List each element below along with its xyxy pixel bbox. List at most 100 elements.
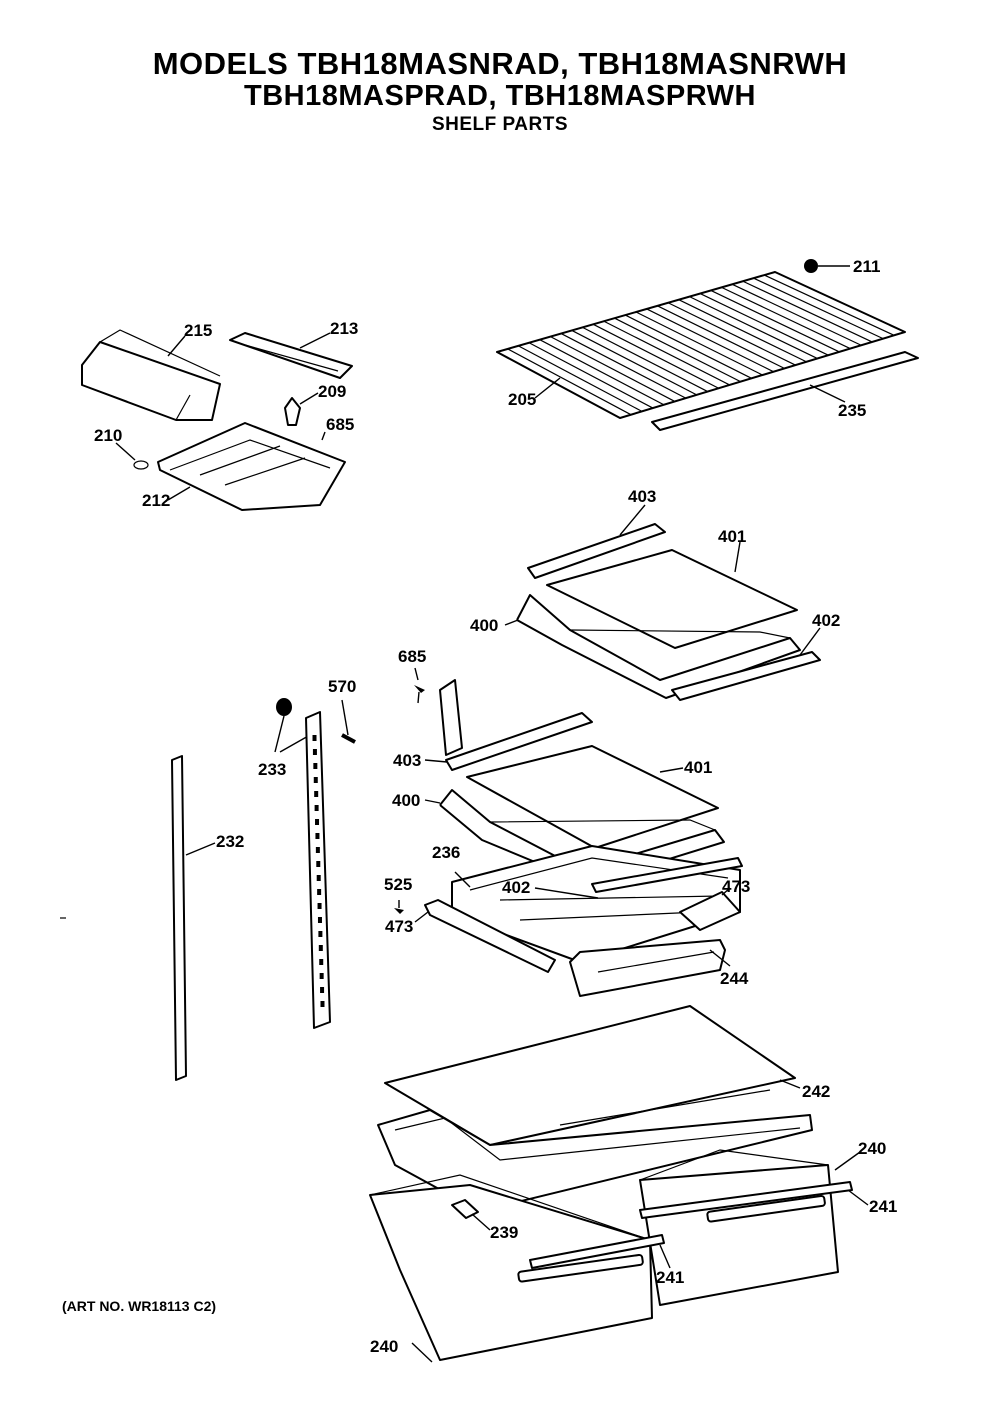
- shelf-wire: [592, 323, 719, 389]
- shelf-wire: [582, 326, 708, 393]
- rail-slot: [319, 973, 324, 979]
- part-402-upper-shelf-rear-trim: [671, 627, 821, 701]
- rail-slot: [318, 931, 323, 937]
- callout-232: 232: [216, 832, 244, 851]
- shelf-wire: [571, 329, 698, 396]
- shelf-wire: [550, 336, 676, 402]
- shelf-wire: [635, 311, 763, 376]
- part-685-screw-upper: [321, 431, 326, 441]
- rail-slot: [314, 805, 319, 811]
- part-209-clip: [284, 392, 319, 426]
- rail-slot: [314, 791, 319, 797]
- part-401-upper-glass-shelf: [546, 541, 798, 649]
- part-473-left-slide: [414, 899, 556, 973]
- part-center-rail: [305, 711, 331, 1029]
- part-205-wire-shelf: [496, 271, 906, 419]
- part-402-lower-shelf-rear-trim: [534, 857, 743, 899]
- shelf-wire: [721, 286, 851, 350]
- callout-213: 213: [330, 319, 358, 338]
- part-525-screw: [394, 900, 404, 914]
- part-403-lower-shelf-front-trim: [424, 712, 593, 771]
- rail-slot: [315, 847, 320, 853]
- diagram-title-models-continued: TBH18MASPRAD, TBH18MASPRWH: [244, 80, 756, 112]
- callout-400-upper: 400: [470, 616, 498, 635]
- rail-slot: [319, 959, 324, 965]
- callout-241-right: 241: [869, 1197, 897, 1216]
- callout-525: 525: [384, 875, 412, 894]
- part-240-left-crisper-drawer: [369, 1174, 653, 1363]
- callout-685-lower: 685: [398, 647, 426, 666]
- callout-215: 215: [184, 321, 212, 340]
- rail-slot: [320, 1001, 325, 1007]
- art-number: (ART NO. WR18113 C2): [62, 1298, 217, 1314]
- rail-slot: [320, 987, 325, 993]
- shelf-wire: [614, 317, 741, 383]
- part-crisper-cover-frame: [377, 1089, 813, 1206]
- shelf-wire: [518, 345, 643, 412]
- callout-235: 235: [838, 401, 866, 420]
- diagram-title-models: MODELS TBH18MASNRAD, TBH18MASNRWH: [152, 46, 848, 81]
- rail-slot: [316, 875, 321, 881]
- rail-slot: [312, 749, 317, 755]
- callout-403-upper: 403: [628, 487, 656, 506]
- shelf-wire: [731, 283, 862, 346]
- part-239-drawer-stop: [451, 1199, 491, 1231]
- shelf-wire: [539, 339, 665, 406]
- part-401-lower-glass-shelf: [466, 745, 719, 849]
- shelf-wire: [507, 348, 632, 416]
- part-244-drawer-rail: [569, 939, 731, 997]
- part-685-screw-lower: [414, 667, 425, 704]
- shelf-wire: [625, 314, 752, 379]
- shelf-wire: [560, 333, 687, 399]
- callout-473-right: 473: [722, 877, 750, 896]
- shelf-wire: [753, 277, 884, 340]
- part-241-right-drawer-handle: [639, 1181, 869, 1219]
- shelf-wire: [764, 274, 895, 336]
- part-232-left-rail: [171, 755, 216, 1081]
- rail-slot: [315, 833, 320, 839]
- rail-slot: [317, 903, 322, 909]
- callout-403-lower: 403: [393, 751, 421, 770]
- callout-570: 570: [328, 677, 356, 696]
- shelf-wire: [657, 305, 785, 369]
- part-241-left-drawer-handle: [529, 1234, 671, 1269]
- part-215-dairy-bin: [81, 329, 221, 421]
- callout-209: 209: [318, 382, 346, 401]
- shelf-wire: [742, 280, 873, 343]
- rail-slot: [313, 763, 318, 769]
- callout-211: 211: [853, 257, 880, 276]
- part-400-upper-shelf-frame: [504, 594, 801, 699]
- callout-210: 210: [94, 426, 122, 445]
- part-240-right-crisper-drawer: [639, 1149, 861, 1306]
- callout-240-left: 240: [370, 1337, 398, 1356]
- callout-400-lower: 400: [392, 791, 420, 810]
- part-570-screw: [341, 699, 356, 744]
- rail-slot: [312, 735, 317, 741]
- rail-slot: [318, 945, 323, 951]
- callout-233: 233: [258, 760, 286, 779]
- rail-slot: [313, 777, 318, 783]
- diagram-subtitle-shelf-parts: SHELF PARTS: [431, 114, 569, 135]
- part-473-right-slide: [679, 887, 741, 931]
- part-211-cap: [804, 259, 850, 273]
- callout-402-lower: 402: [502, 878, 530, 897]
- callout-401-lower: 401: [684, 758, 712, 777]
- rail-slot: [317, 917, 322, 923]
- part-shelf-support-bracket: [439, 679, 463, 756]
- callout-473-left: 473: [385, 917, 413, 936]
- shelf-wire: [528, 342, 654, 409]
- callout-212: 212: [142, 491, 170, 510]
- callout-205: 205: [508, 390, 536, 409]
- shelf-wire: [678, 299, 807, 363]
- callout-402-upper: 402: [812, 611, 840, 630]
- shelf-wire: [689, 296, 818, 360]
- part-210-clip: [115, 442, 149, 470]
- callout-240-right: 240: [858, 1139, 886, 1158]
- part-233-cap: [274, 698, 311, 753]
- callout-244: 244: [720, 969, 749, 988]
- shelf-wire: [603, 320, 730, 386]
- callout-239: 239: [490, 1223, 518, 1242]
- rail-slot: [315, 819, 320, 825]
- shelf-wire: [699, 292, 829, 356]
